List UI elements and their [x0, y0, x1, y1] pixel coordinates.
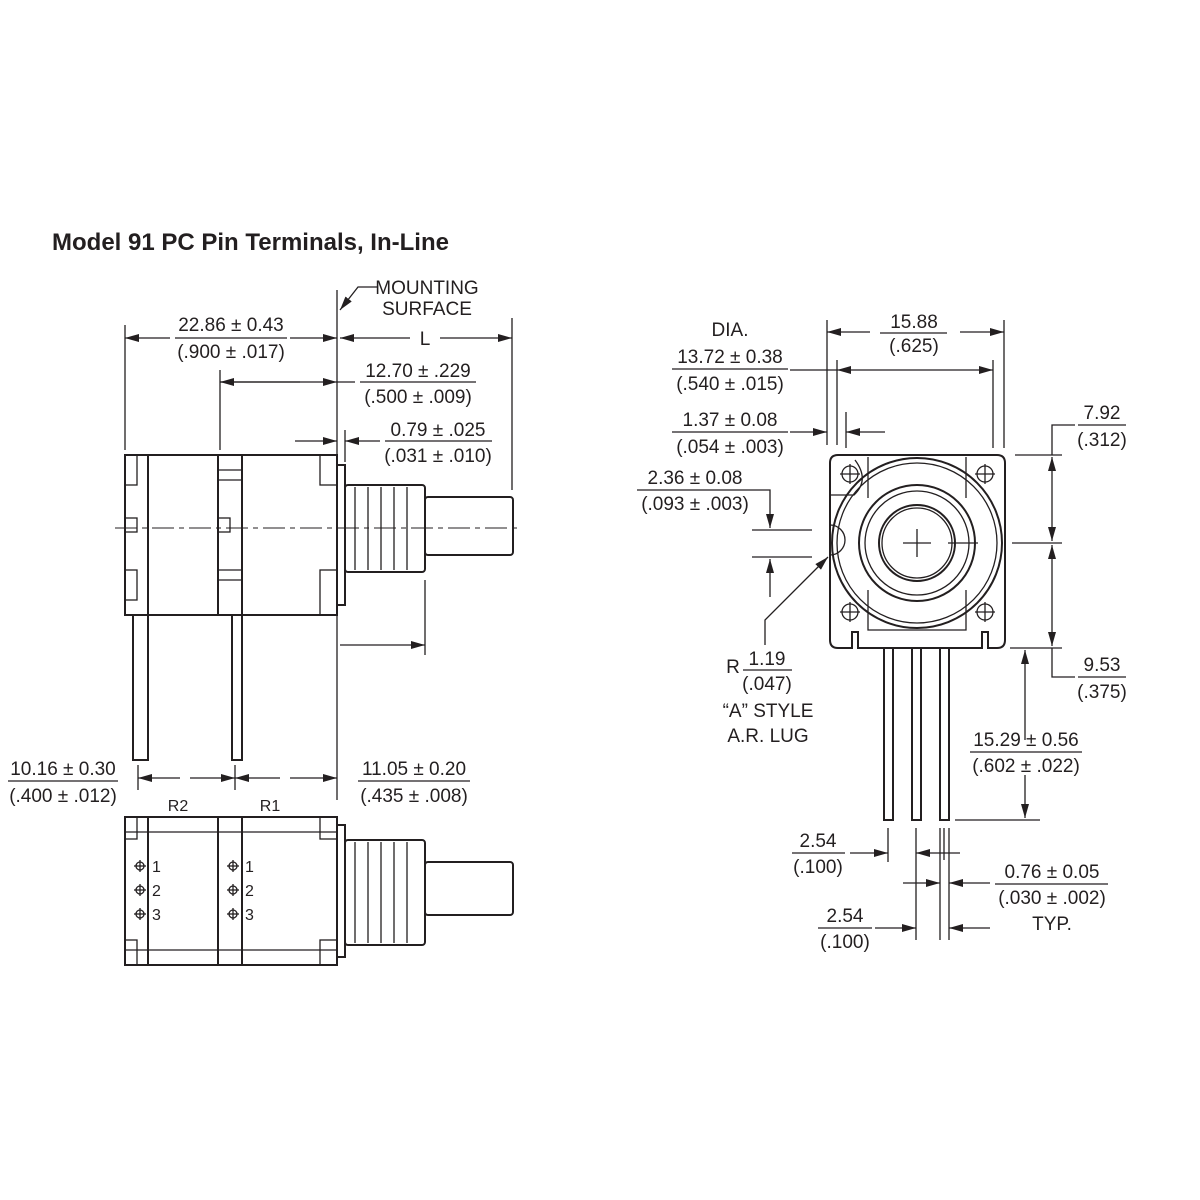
dim-pitch-b-in: (.100): [820, 932, 870, 953]
dim-width-mm: 15.88: [890, 312, 938, 333]
dim-pin-width-mm: 0.76 ± 0.05: [1005, 862, 1100, 883]
dim-pin-width-in: (.030 ± .002): [998, 888, 1106, 909]
dim-dia-in: (.540 ± .015): [676, 374, 784, 395]
mounting-surface-label: MOUNTING: [375, 278, 478, 299]
dim-pitch-b-mm: 2.54: [827, 906, 864, 927]
dim-pin-width-note: TYP.: [1032, 914, 1072, 935]
dim-pitch-a-mm: 2.54: [800, 831, 837, 852]
dim-radius-mm: 1.19: [749, 649, 786, 670]
pin-number: 1: [152, 859, 161, 876]
dim-bushing-in: (.500 ± .009): [364, 387, 472, 408]
front-view: 15.88 (.625) DIA. 13.72 ± 0.38 (.540 ± .…: [637, 312, 1127, 953]
dim-overall-mm: 22.86 ± 0.43: [178, 315, 284, 336]
dia-label: DIA.: [712, 320, 749, 341]
mounting-holes: [840, 464, 995, 622]
dim-pin-length-in: (.602 ± .022): [972, 756, 1080, 777]
lug-note: A.R. LUG: [727, 726, 808, 747]
dim-lug-in: (.093 ± .003): [641, 494, 749, 515]
page-title: Model 91 PC Pin Terminals, In-Line: [52, 229, 449, 256]
dim-radius-prefix: R: [726, 657, 740, 678]
dim-pin-to-mount-in: (.435 ± .008): [360, 786, 468, 807]
dim-radius-in: (.047): [742, 674, 792, 695]
dim-top-in: (.312): [1077, 430, 1127, 451]
dim-pitch-a-in: (.100): [793, 857, 843, 878]
section-label-r1: R1: [260, 798, 281, 815]
pin-number: 3: [245, 907, 254, 924]
pin-number: 2: [245, 883, 254, 900]
lug-note: “A” STYLE: [723, 701, 814, 722]
dim-overall-in: (.900 ± .017): [177, 342, 285, 363]
pin-markers: [134, 860, 239, 920]
dim-flange-in: (.031 ± .010): [384, 446, 492, 467]
dim-edge-in: (.054 ± .003): [676, 437, 784, 458]
pin-number: 3: [152, 907, 161, 924]
length-label: L: [420, 329, 431, 350]
bottom-view: R2 R1 1 2 3 1 2 3: [124, 798, 514, 966]
dim-pin-spacing-mm: 10.16 ± 0.30: [10, 759, 116, 780]
dim-flange-mm: 0.79 ± .025: [391, 420, 486, 441]
dim-edge-mm: 1.37 ± 0.08: [683, 410, 778, 431]
dim-bottom-mm: 9.53: [1084, 655, 1121, 676]
dim-bottom-in: (.375): [1077, 682, 1127, 703]
pin-number: 1: [245, 859, 254, 876]
dim-dia-mm: 13.72 ± 0.38: [677, 347, 783, 368]
dim-width-in: (.625): [889, 336, 939, 357]
pin-number: 2: [152, 883, 161, 900]
dim-pin-length-mm: 15.29 ± 0.56: [973, 730, 1079, 751]
dim-top-mm: 7.92: [1084, 403, 1121, 424]
dim-bushing-mm: 12.70 ± .229: [365, 361, 471, 382]
dim-lug-mm: 2.36 ± 0.08: [648, 468, 743, 489]
dim-pin-to-mount-mm: 11.05 ± 0.20: [362, 759, 466, 780]
section-label-r2: R2: [168, 798, 189, 815]
mounting-surface-label: SURFACE: [382, 299, 472, 320]
side-view: MOUNTING SURFACE 22.86 ± 0.43 (.900 ± .0…: [8, 278, 520, 807]
dim-pin-spacing-in: (.400 ± .012): [9, 786, 117, 807]
